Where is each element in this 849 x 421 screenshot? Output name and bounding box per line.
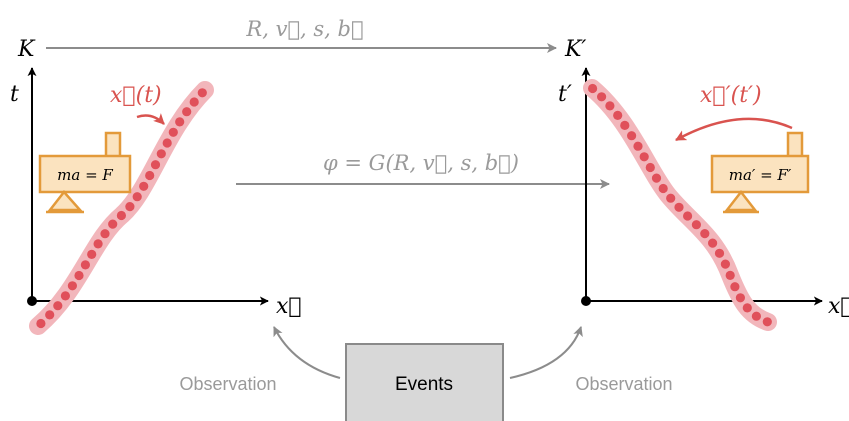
left-trajectory-dot [132,192,142,202]
right-trajectory-dot [597,92,607,102]
left-trajectory [29,81,214,335]
frame-mapping-label: R, v⃗, s, b⃗ [245,17,363,41]
left-trajectory-dot [139,181,149,191]
left-machine-body [38,154,132,194]
left-trajectory-dot [168,127,178,137]
right-trajectory-label: x⃗′(t′) [700,83,762,108]
left-trajectory-dot [93,239,103,249]
observation-label-left: Observation [179,374,276,394]
right-trajectory-dot [651,173,662,183]
left-machine-base [47,190,83,212]
left-trajectory-dot [189,97,199,107]
transformation-label: φ = G(R, v⃗, s, b⃗) [323,151,519,175]
frame-k-label: K [17,37,36,62]
left-trajectory-dot [87,249,97,259]
left-trajectory-dots [36,88,207,329]
left-trajectory-dot [108,219,118,229]
right-trajectory-dot [658,183,668,194]
events-box [345,343,504,421]
right-trajectory-dot [700,229,710,239]
left-trajectory-dot [36,318,46,329]
right-trajectory-dot [639,152,649,162]
right-trajectory [583,79,777,331]
right-trajectory-dot [683,211,693,221]
left-trajectory-pointer-arrow [136,113,165,125]
right-trajectory-dot [674,202,684,212]
left-space-axis-label: x⃗ [276,294,302,319]
right-trajectory-dot [714,248,725,258]
left-trajectory-dot [100,229,110,239]
right-trajectory-dot [720,259,731,269]
events-label: Events [395,374,453,395]
right-trajectory-dot [708,238,718,248]
left-origin-dot [27,296,37,306]
right-machine-base [724,189,758,212]
left-trajectory-label: x⃗(t) [110,83,162,108]
left-machine-chimney [104,131,122,159]
right-trajectory-dot [762,317,772,327]
left-trajectory-dot [60,291,70,301]
left-trajectory-dot [145,170,155,181]
right-machine-chimney [786,131,804,159]
left-trajectory-dot [67,281,77,291]
right-time-axis-label: t′ [558,82,572,107]
right-trajectory-dot [620,120,630,130]
right-trajectory-dot [691,220,702,230]
left-trajectory-dot [175,117,185,127]
left-trajectory-dot [197,88,207,98]
left-trajectory-dot [150,160,161,170]
right-trajectory-dot [627,131,637,141]
right-space-axis-label: x⃗′ [828,294,849,319]
left-trajectory-dot [156,149,166,159]
right-trajectory-dot [588,83,598,94]
right-trajectory-dot [666,193,676,203]
right-machine-body [710,154,810,194]
left-trajectory-dot [45,310,55,320]
right-trajectory-dot [633,141,643,151]
right-trajectory-dot [645,162,655,173]
right-trajectory-dot [742,303,752,313]
right-machine-equation: ma′ = F′ [729,166,792,184]
left-trajectory-dot [116,210,126,221]
right-trajectory-dot [730,282,740,292]
right-trajectory-dot [605,101,615,111]
right-origin-dot [581,296,591,306]
left-time-axis-label: t [10,82,19,107]
left-trajectory-dot [125,202,135,212]
observation-arrow-left [273,326,341,379]
left-trajectory-dot [182,107,192,117]
left-machine: ma = F [38,131,132,214]
right-trajectory-dot [735,293,746,303]
left-trajectory-dot [162,138,172,148]
observation-label-right: Observation [575,374,672,394]
observation-arrow-right [509,326,583,379]
left-trajectory-dot [74,270,84,281]
left-trajectory-dot [80,260,90,270]
frame-k-prime-label: K′ [564,37,586,62]
right-trajectory-dot [725,270,735,280]
right-trajectory-pointer-arrow [675,117,793,142]
right-trajectory-dot [751,311,762,321]
right-machine: ma′ = F′ [710,131,810,214]
left-trajectory-dot [53,301,63,311]
right-trajectory-dots [588,83,772,327]
right-trajectory-dot [613,110,623,120]
left-machine-equation: ma = F [57,166,113,184]
right-coordinate-system: t′ x⃗′ [558,67,849,319]
